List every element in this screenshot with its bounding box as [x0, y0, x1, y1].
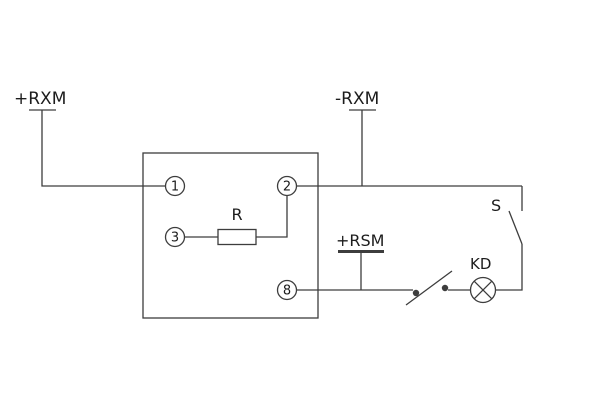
terminal-3-number: 3: [171, 231, 179, 246]
terminal-8-number: 8: [283, 284, 291, 299]
resistor-label: R: [231, 205, 242, 224]
terminal-1-number: 1: [171, 180, 179, 195]
terminal-1-circle: [164, 175, 186, 197]
relay-box-outline: [142, 152, 319, 319]
minus-rxm-label: -RXM: [335, 89, 379, 109]
wire-plus-rxm-lead: [29, 109, 166, 187]
link-contact-dot-left: [412, 289, 420, 297]
plus-rsm-label: +RSM: [336, 231, 384, 250]
link-contact-dot-right: [441, 284, 449, 292]
wire-resistor-to-terminal2: [256, 196, 288, 238]
link-contact-blade-symbol: [405, 270, 453, 306]
terminal-2-number: 2: [283, 180, 291, 195]
resistor-body-symbol: [217, 228, 257, 246]
wire-minus-rxm-lead: [349, 109, 376, 186]
lamp-kd-label: KD: [470, 255, 491, 273]
lamp-kd-cross-symbol: [473, 280, 493, 300]
wire-switch-lower: [495, 244, 523, 291]
switch-s-label: S: [491, 196, 501, 215]
plus-rxm-label: +RXM: [14, 89, 66, 109]
switch-s-blade-symbol: [508, 210, 523, 245]
